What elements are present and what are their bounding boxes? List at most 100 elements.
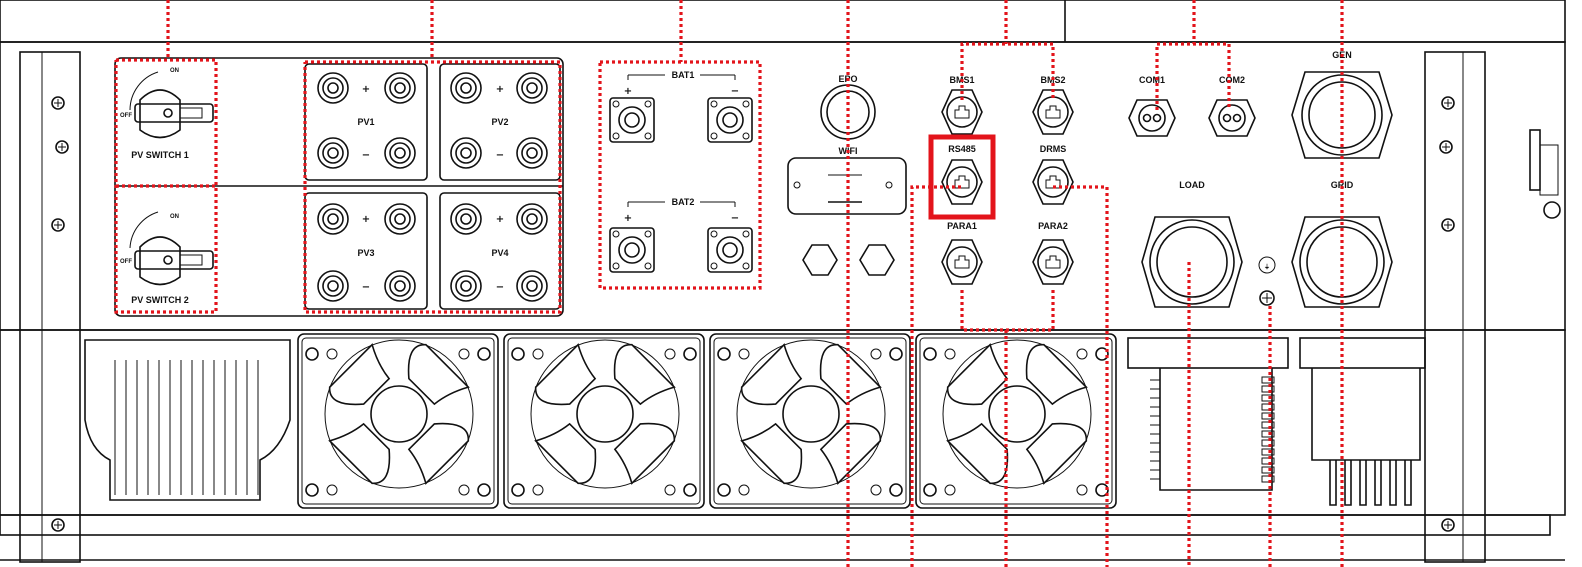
pv3-plus-sign: + bbox=[362, 214, 370, 225]
clamp-prong bbox=[1374, 460, 1382, 506]
cooling-fan-icon bbox=[709, 333, 911, 509]
rail-screws bbox=[51, 96, 1455, 532]
rj45-port-icon bbox=[941, 159, 983, 205]
bat2-label: BAT2 bbox=[672, 197, 695, 207]
pv-connector-icon bbox=[384, 137, 416, 169]
clamp-prong bbox=[1404, 460, 1412, 506]
pv4-plus-sign: + bbox=[496, 214, 504, 225]
cable-gland-hex-left bbox=[802, 244, 838, 276]
fan-blade bbox=[740, 343, 803, 406]
bat1-minus-sign: − bbox=[731, 86, 739, 97]
pv-connector-icon bbox=[450, 270, 482, 302]
clamp-tooth bbox=[1261, 376, 1275, 384]
pv-connector-icon bbox=[384, 203, 416, 235]
fan-blade bbox=[946, 343, 1009, 406]
pv-connector-icon bbox=[450, 72, 482, 104]
clamp-prong bbox=[1389, 460, 1397, 506]
cable-gland-hex-right bbox=[859, 244, 895, 276]
clamp-tooth bbox=[1261, 394, 1275, 402]
pv-connector-icon bbox=[516, 137, 548, 169]
drms-port: DRMS bbox=[1040, 144, 1067, 154]
com2-label: COM2 bbox=[1219, 75, 1245, 85]
fan-blade bbox=[534, 343, 597, 406]
para1-label: PARA1 bbox=[947, 221, 977, 231]
pv-switch-1-label: PV SWITCH 1 bbox=[131, 150, 189, 160]
pv3-group: PV3 + − bbox=[304, 192, 428, 310]
pv2-minus-sign: − bbox=[496, 150, 504, 161]
ground-terminal: ⏚ bbox=[1258, 256, 1276, 306]
com1-port: COM1 bbox=[1128, 75, 1176, 137]
battery-terminal-icon bbox=[707, 227, 753, 273]
bat1-group: BAT1 + − bbox=[624, 70, 739, 97]
pv1-plus-sign: + bbox=[362, 84, 370, 95]
bat2-plus-sign: + bbox=[624, 213, 632, 224]
pv-connector-icon bbox=[516, 72, 548, 104]
pv4-label: PV4 bbox=[491, 248, 508, 258]
para2-label: PARA2 bbox=[1038, 221, 1068, 231]
pv-switch-2: ON OFF PV SWITCH 2 bbox=[120, 211, 214, 305]
com2-port: COM2 bbox=[1208, 75, 1256, 137]
screw-icon bbox=[51, 218, 65, 232]
clamp-prong bbox=[1359, 460, 1367, 506]
screw-icon bbox=[51, 96, 65, 110]
fan-blade bbox=[946, 422, 1009, 485]
epo-port: EPO bbox=[820, 74, 876, 140]
rs485-label: RS485 bbox=[948, 144, 976, 154]
pv-connector-icon bbox=[384, 72, 416, 104]
cooling-fan-icon bbox=[503, 333, 705, 509]
bat2-group: BAT2 + − bbox=[624, 197, 739, 224]
grid-cable-housing bbox=[1299, 337, 1426, 506]
switch-off-label: OFF bbox=[120, 113, 132, 119]
clamp-tooth bbox=[1261, 385, 1275, 393]
fan-blade bbox=[613, 422, 676, 485]
fan-blade bbox=[407, 422, 470, 485]
fan-blade bbox=[819, 343, 882, 406]
clamp-tooth bbox=[1261, 466, 1275, 474]
bat2-minus-sign: − bbox=[731, 213, 739, 224]
bat1-plus-sign: + bbox=[624, 86, 632, 97]
screw-icon bbox=[1441, 96, 1455, 110]
rj45-port-icon bbox=[1032, 159, 1074, 205]
fan-blade bbox=[1025, 343, 1088, 406]
clamp-prong bbox=[1344, 460, 1352, 506]
rj45-port-icon bbox=[941, 89, 983, 135]
battery-terminal-icon bbox=[609, 97, 655, 143]
load-label: LOAD bbox=[1179, 180, 1205, 190]
cooling-fan-icon bbox=[297, 333, 499, 509]
para2-port: PARA2 bbox=[1038, 221, 1068, 231]
clamp-tooth bbox=[1261, 475, 1275, 483]
fan-blade bbox=[819, 422, 882, 485]
fan-blade bbox=[328, 343, 391, 406]
grid-port: GRID bbox=[1291, 180, 1393, 308]
fan-blade bbox=[1025, 422, 1088, 485]
screw-icon bbox=[1441, 518, 1455, 532]
pv-connector-icon bbox=[317, 203, 349, 235]
battery-terminals bbox=[609, 97, 753, 273]
clamp-tooth bbox=[1261, 457, 1275, 465]
pv-connector-icon bbox=[516, 203, 548, 235]
pv2-plus-sign: + bbox=[496, 84, 504, 95]
fan-blade bbox=[740, 422, 803, 485]
load-cable-housing bbox=[1127, 337, 1289, 491]
clamp-tooth bbox=[1261, 412, 1275, 420]
switch-off-label: OFF bbox=[120, 259, 132, 265]
pv-connector-icon bbox=[317, 270, 349, 302]
pv-switch-1: ON OFF PV SWITCH 1 bbox=[120, 68, 214, 160]
pv1-label: PV1 bbox=[357, 117, 374, 127]
pv-connector-icon bbox=[516, 270, 548, 302]
pv-connector-icon bbox=[450, 203, 482, 235]
clamp-tooth bbox=[1261, 448, 1275, 456]
clamp-tooth bbox=[1261, 403, 1275, 411]
bat1-label: BAT1 bbox=[672, 70, 695, 80]
fan-blade bbox=[534, 422, 597, 485]
fan-blade bbox=[328, 422, 391, 485]
rj45-port-icon bbox=[941, 239, 983, 285]
fan-blade bbox=[407, 343, 470, 406]
clamp-prong bbox=[1329, 460, 1337, 506]
screw-icon bbox=[51, 518, 65, 532]
grid-label: GRID bbox=[1331, 180, 1354, 190]
pv-connector-icon bbox=[317, 137, 349, 169]
clamp-tooth bbox=[1261, 439, 1275, 447]
